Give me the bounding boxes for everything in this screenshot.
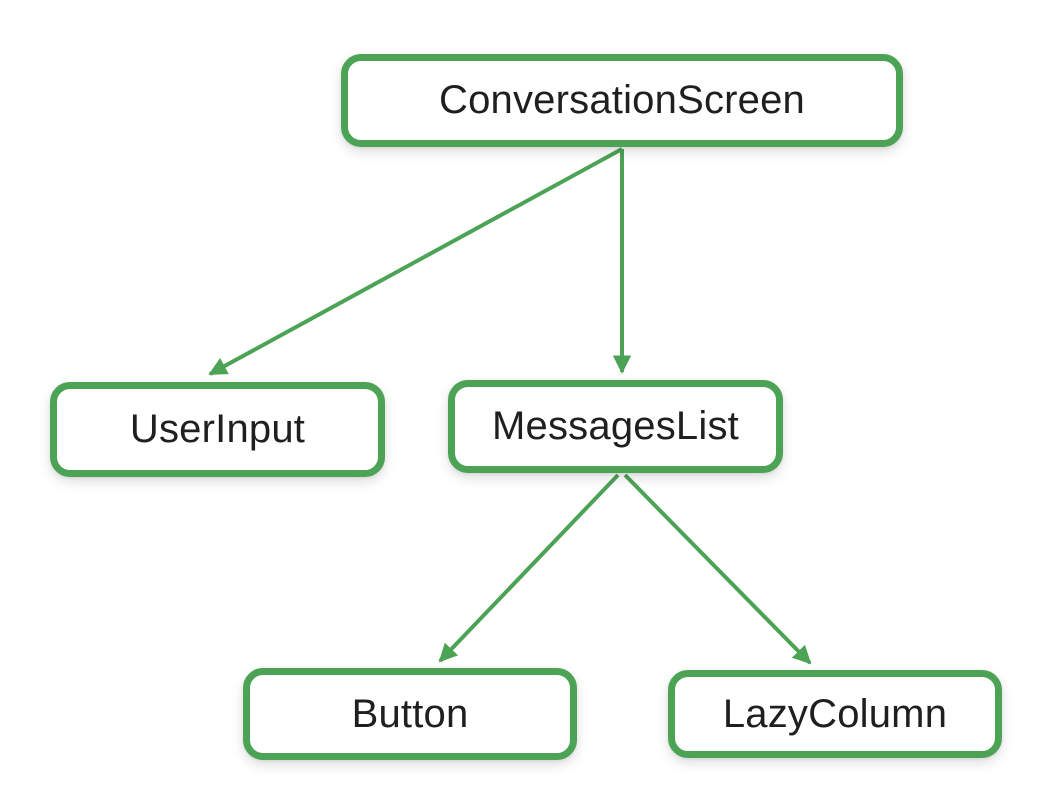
edge-messageslist-button [438, 473, 620, 663]
node-messages-list-label: MessagesList [492, 404, 739, 448]
node-conversation-screen: ConversationScreen [341, 54, 903, 147]
node-user-input-label: UserInput [129, 407, 306, 451]
edge-conversationscreen-userinput [208, 147, 623, 376]
node-button: Button [243, 668, 577, 760]
node-lazy-column-label: LazyColumn [722, 691, 948, 736]
node-lazy-column: LazyColumn [668, 670, 1002, 758]
node-user-input: UserInput [50, 382, 385, 477]
node-button-label: Button [351, 691, 469, 736]
node-conversation-screen-label: ConversationScreen [438, 78, 806, 122]
node-messages-list: MessagesList [448, 380, 783, 473]
edge-messageslist-lazycolumn [623, 473, 812, 665]
